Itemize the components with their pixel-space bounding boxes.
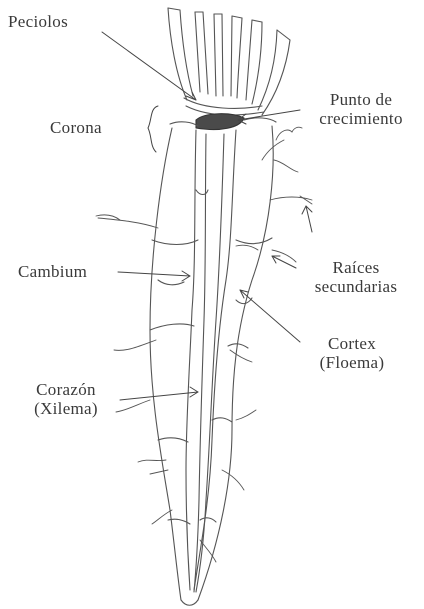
leader-lines — [102, 32, 312, 400]
label-raices-secundarias: Raíces secundarias — [294, 258, 418, 296]
label-cambium: Cambium — [18, 262, 87, 281]
label-peciolos: Peciolos — [8, 12, 68, 31]
label-corazon-line1: Corazón — [14, 380, 118, 399]
label-cortex-floema: Cortex (Floema) — [300, 334, 404, 372]
label-raices-line1: Raíces — [294, 258, 418, 277]
label-corona: Corona — [50, 118, 102, 137]
label-raices-line2: secundarias — [294, 277, 418, 296]
label-cortex-line2: (Floema) — [300, 353, 404, 372]
label-corazon-line2: (Xilema) — [14, 399, 118, 418]
secondary-roots-drawing — [96, 127, 312, 562]
label-punto-de-crecimiento: Punto de crecimiento — [300, 90, 422, 128]
petioles-drawing — [168, 8, 290, 115]
label-punto-line2: crecimiento — [300, 109, 422, 128]
label-cortex-line1: Cortex — [300, 334, 404, 353]
label-corazon-xilema: Corazón (Xilema) — [14, 380, 118, 418]
root-body-drawing — [150, 126, 273, 605]
label-punto-line1: Punto de — [300, 90, 422, 109]
